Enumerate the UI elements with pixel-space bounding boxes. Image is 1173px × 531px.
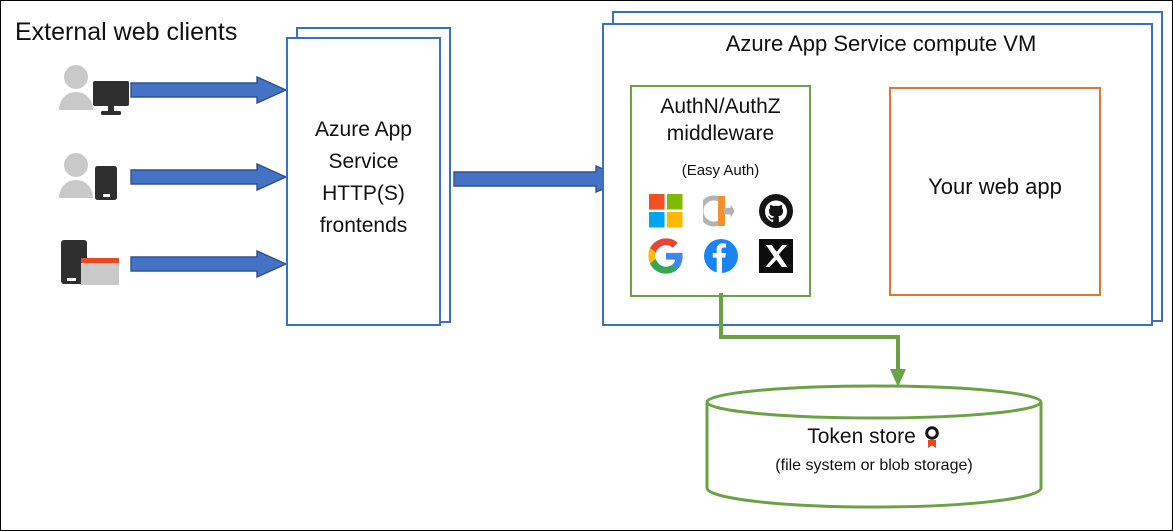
middleware-title: AuthN/AuthZ middleware bbox=[630, 94, 811, 148]
user-phone-icon bbox=[53, 151, 133, 209]
external-clients-heading: External web clients bbox=[15, 18, 238, 46]
arrow-client2-to-frontends bbox=[130, 162, 288, 192]
token-store-label: Token store bbox=[807, 425, 916, 448]
token-store-label-row: Token store bbox=[704, 425, 1044, 449]
web-app-box bbox=[889, 87, 1101, 296]
entra-id-logo-icon bbox=[698, 193, 739, 229]
github-logo-icon bbox=[758, 193, 794, 229]
token-store-sublabel: (file system or blob storage) bbox=[775, 457, 973, 474]
middleware-title-line2: middleware bbox=[666, 121, 775, 145]
compute-vm-title: Azure App Service compute VM bbox=[725, 31, 1037, 56]
frontends-label-line1: Azure App bbox=[315, 118, 412, 141]
x-twitter-logo-icon bbox=[758, 238, 794, 274]
frontends-box bbox=[286, 37, 441, 326]
middleware-title-line1: AuthN/AuthZ bbox=[660, 95, 781, 118]
provider-row-2 bbox=[630, 238, 811, 274]
frontends-label-line2: Service bbox=[328, 149, 399, 173]
arrow-client3-to-frontends bbox=[130, 249, 288, 279]
user-desktop-icon bbox=[53, 63, 133, 121]
google-logo-icon bbox=[647, 238, 684, 274]
web-app-label: Your web app bbox=[928, 174, 1062, 199]
device-browser-icon bbox=[53, 237, 133, 295]
frontends-label: Azure App Service HTTP(S) frontends bbox=[286, 114, 441, 242]
middleware-subtitle: (Easy Auth) bbox=[681, 162, 760, 179]
frontends-label-line3: HTTP(S) bbox=[322, 181, 405, 205]
arrow-frontends-to-middleware bbox=[453, 164, 628, 194]
arrow-middleware-to-token-store bbox=[621, 293, 931, 389]
arrow-client1-to-frontends bbox=[130, 75, 288, 105]
provider-row-1 bbox=[630, 193, 811, 229]
facebook-logo-icon bbox=[703, 238, 739, 274]
token-store-cylinder bbox=[704, 383, 1044, 509]
medal-badge-icon bbox=[923, 425, 941, 449]
identity-provider-logos bbox=[630, 193, 811, 283]
frontends-label-line4: frontends bbox=[319, 213, 408, 237]
microsoft-logo-icon bbox=[648, 193, 684, 229]
